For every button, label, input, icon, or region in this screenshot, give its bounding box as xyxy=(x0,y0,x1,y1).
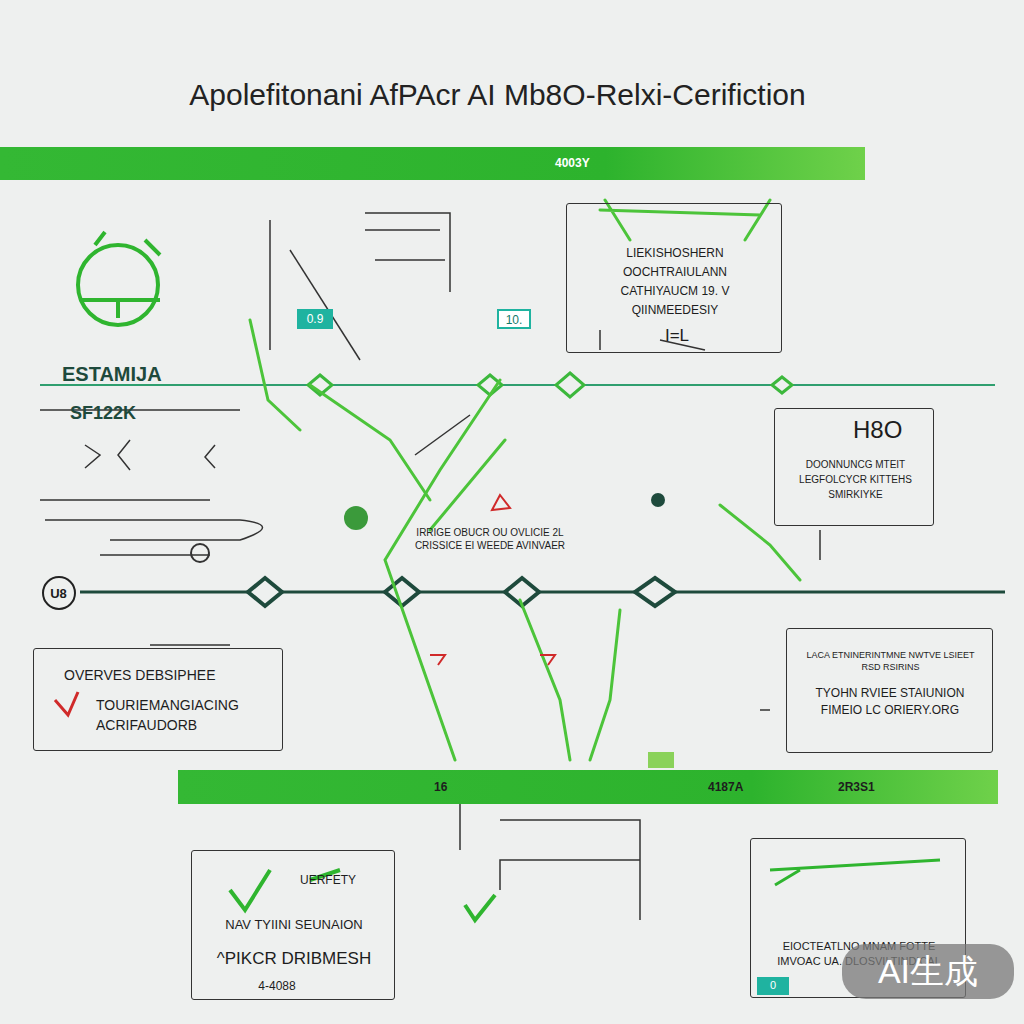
check-mark xyxy=(55,692,78,715)
node-text: H8O xyxy=(853,415,929,444)
value-tag: 0.9 xyxy=(297,309,333,329)
red-marks xyxy=(430,655,555,665)
node-text: 4-4088 xyxy=(232,979,322,993)
green-tag xyxy=(648,752,674,768)
node-text: 16 xyxy=(434,780,464,794)
node-text: DOONNUNCG MTEIT LEGFOLCYCR KITTEHS SMIRK… xyxy=(783,457,928,502)
node-text: 0 xyxy=(757,979,789,992)
info-box: LIEKISHOSHERN OOCHTRAIULANN CATHIYAUCM 1… xyxy=(566,203,782,353)
section-label: ESTAMIJA xyxy=(62,362,212,387)
watermark: AI生成 xyxy=(842,944,1014,999)
node-text: TOURIEMANGIACING ACRIFAUDORB xyxy=(96,695,276,735)
diagram-title: Apolefitonani AfPAcr AI Mb8O-Relxi-Cerif… xyxy=(0,78,995,112)
timeline-markers xyxy=(308,373,792,397)
sketch-strokes xyxy=(250,200,800,760)
section-label: SF122K xyxy=(70,402,210,425)
node-text: LIEKISHOSHERN OOCHTRAIULANN CATHIYAUCM 1… xyxy=(585,244,765,320)
node-text: TYOHN RVIEE STAIUNION FIMEIO LC ORIERY.O… xyxy=(795,685,985,719)
node-text: U8 xyxy=(44,586,73,602)
node-text: I=L xyxy=(647,326,707,346)
icon-circle: U8 xyxy=(42,576,76,610)
timeline-line xyxy=(40,384,995,386)
head-icon xyxy=(78,232,160,325)
timeline-line xyxy=(80,591,1005,594)
info-box: LACA ETNINERINTMNE NWTVE LSIEET RSD RSIR… xyxy=(786,628,993,753)
warning-symbol xyxy=(492,495,510,510)
info-box: H8O DOONNUNCG MTEIT LEGFOLCYCR KITTEHS SM… xyxy=(774,408,934,526)
node-text: 2R3S1 xyxy=(838,780,908,794)
timeline-band: 4003Y xyxy=(0,147,865,180)
node-text: UERFETY xyxy=(300,873,392,887)
timeline-markers xyxy=(248,578,675,606)
node-text: 4187A xyxy=(708,780,778,794)
leader-lines xyxy=(40,213,820,920)
info-box: OVERVES DEBSIPHEE TOURIEMANGIACING ACRIFA… xyxy=(33,648,283,751)
node-text: 0.9 xyxy=(297,312,333,326)
node-text: OVERVES DEBSIPHEE xyxy=(64,667,274,684)
info-box: UERFETY NAV TYIINI SEUNAION ^PIKCR DRIBMES… xyxy=(191,850,395,1000)
check-mark xyxy=(465,895,495,920)
note-text: IRRIGE OBUCR OU OVLICIE 2L CRISSICE EI W… xyxy=(400,526,580,552)
node-text: 4003Y xyxy=(555,156,645,170)
symbol-circle xyxy=(191,544,209,562)
node-text: LACA ETNINERINTMNE NWTVE LSIEET RSD RSIR… xyxy=(797,649,984,673)
timeline-band: 16 4187A 2R3S1 xyxy=(178,770,998,804)
node-text: 10. xyxy=(499,313,529,327)
value-tag: 0 xyxy=(757,977,789,995)
ball-icon xyxy=(344,506,368,530)
value-tag: 10. xyxy=(497,309,531,329)
marker-dot xyxy=(651,493,665,507)
node-text: NAV TYIINI SEUNAION xyxy=(196,917,392,933)
check-mark xyxy=(770,860,940,885)
node-text: ^PIKCR DRIBMESH xyxy=(196,949,392,969)
